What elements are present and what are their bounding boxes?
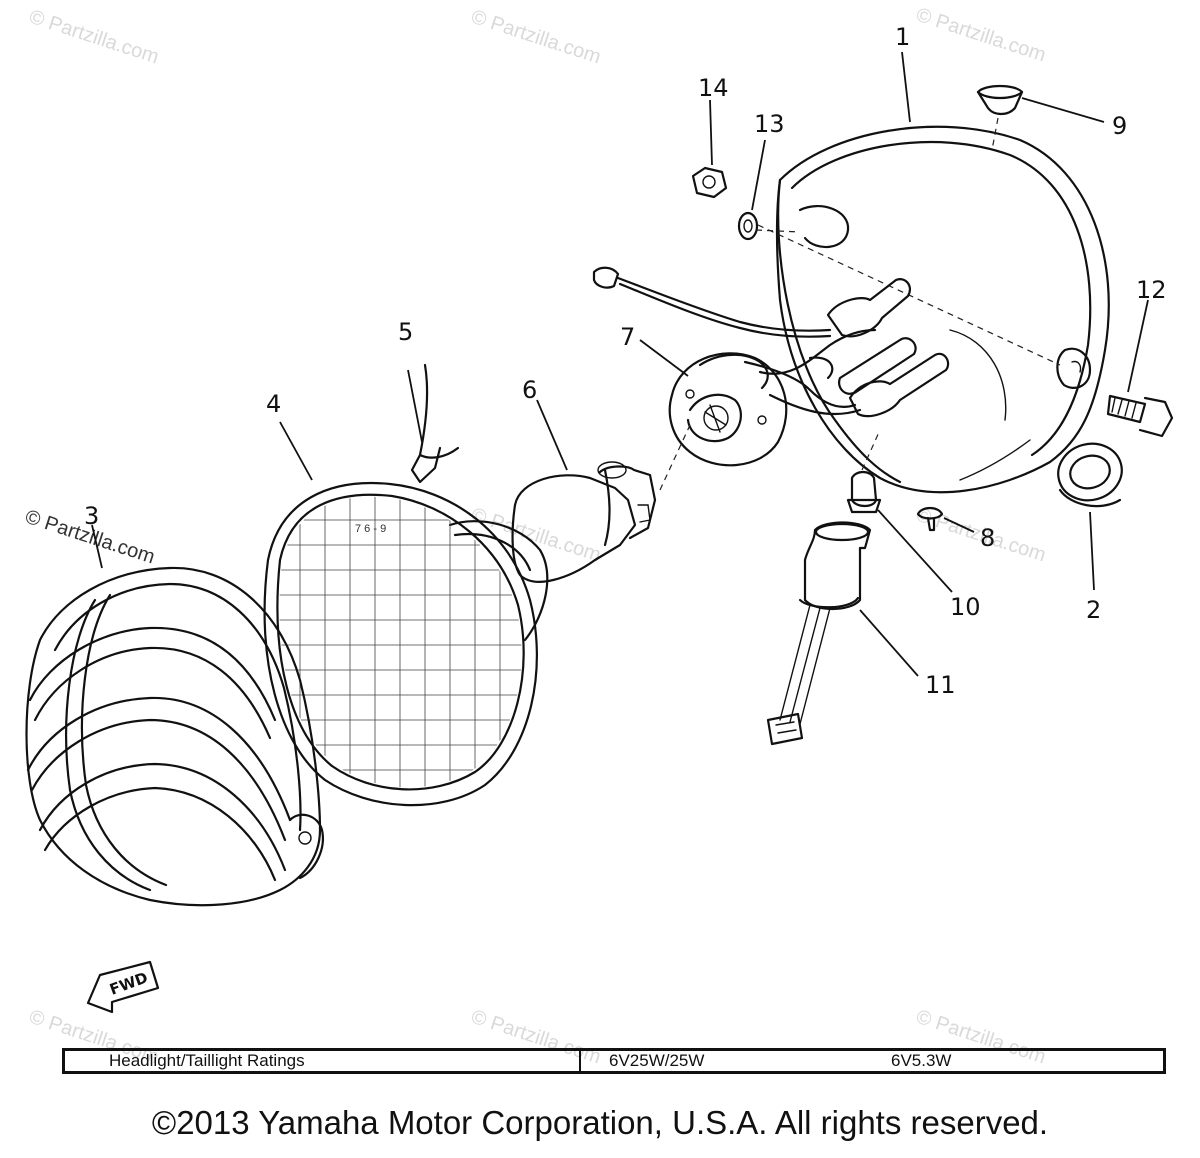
nut-and-washer — [691, 99, 801, 241]
tail-bulb-and-socket — [766, 429, 953, 746]
taillight-rating: 6V5.3W — [891, 1051, 952, 1070]
fwd-arrow: FWD — [86, 960, 160, 1014]
watermarks: © Partzilla.com © Partzilla.com © Partzi… — [22, 4, 1048, 1069]
lens-mark: 7 6 - 9 — [355, 523, 386, 535]
headlight-guard — [25, 524, 324, 907]
callout-7: 7 — [620, 323, 635, 351]
callout-6: 6 — [522, 376, 537, 404]
lens-grid — [279, 496, 522, 788]
watermark: © Partzilla.com — [913, 4, 1048, 67]
watermark: © Partzilla.com — [468, 6, 603, 69]
callout-14: 14 — [698, 74, 729, 102]
watermark: © Partzilla.com — [26, 6, 161, 69]
bulb-socket — [639, 328, 877, 467]
callout-4: 4 — [266, 390, 281, 418]
copyright-notice: ©2013 Yamaha Motor Corporation, U.S.A. A… — [151, 1104, 1049, 1141]
callout-10: 10 — [950, 593, 981, 621]
callout-numbers: 1 2 3 4 5 6 7 8 9 10 11 12 13 14 — [84, 23, 1167, 699]
callout-13: 13 — [754, 110, 785, 138]
headlight-rating: 6V25W/25W — [609, 1051, 705, 1070]
callout-9: 9 — [1112, 112, 1127, 140]
bolt-and-ring — [1057, 299, 1174, 591]
wire-connectors — [592, 266, 950, 418]
callout-2: 2 — [1086, 596, 1101, 624]
headlight-housing — [757, 125, 1110, 494]
callout-8: 8 — [980, 524, 995, 552]
sealed-beam-lens: 7 6 - 9 — [263, 421, 549, 807]
ratings-label: Headlight/Taillight Ratings — [65, 1051, 581, 1071]
callout-1: 1 — [895, 23, 910, 51]
callout-3: 3 — [84, 502, 99, 530]
screw — [916, 506, 975, 533]
callout-11: 11 — [925, 671, 956, 699]
headlight-bulb — [511, 399, 691, 583]
watermark: © Partzilla.com — [468, 504, 603, 567]
grommet — [976, 84, 1105, 151]
ratings-table: Headlight/Taillight Ratings 6V25W/25W 6V… — [62, 1048, 1166, 1074]
spring-clip — [407, 363, 460, 484]
callout-12: 12 — [1136, 276, 1167, 304]
fwd-label: FWD — [107, 968, 150, 998]
callout-5: 5 — [398, 318, 413, 346]
